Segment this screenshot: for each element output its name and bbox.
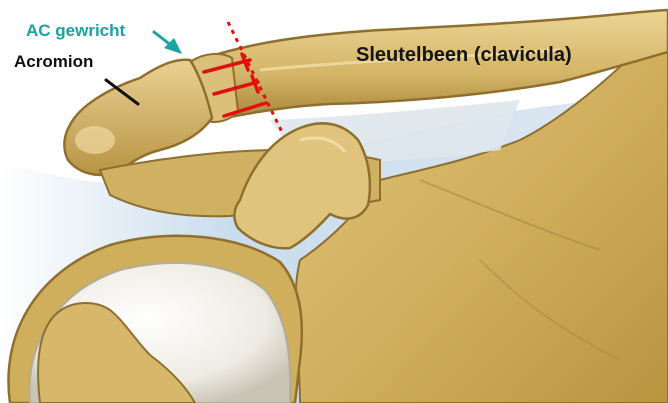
acromion-label: Acromion — [14, 52, 93, 72]
clavicle-label: Sleutelbeen (clavicula) — [356, 44, 572, 67]
ac-joint-label: AC gewricht — [26, 21, 125, 41]
